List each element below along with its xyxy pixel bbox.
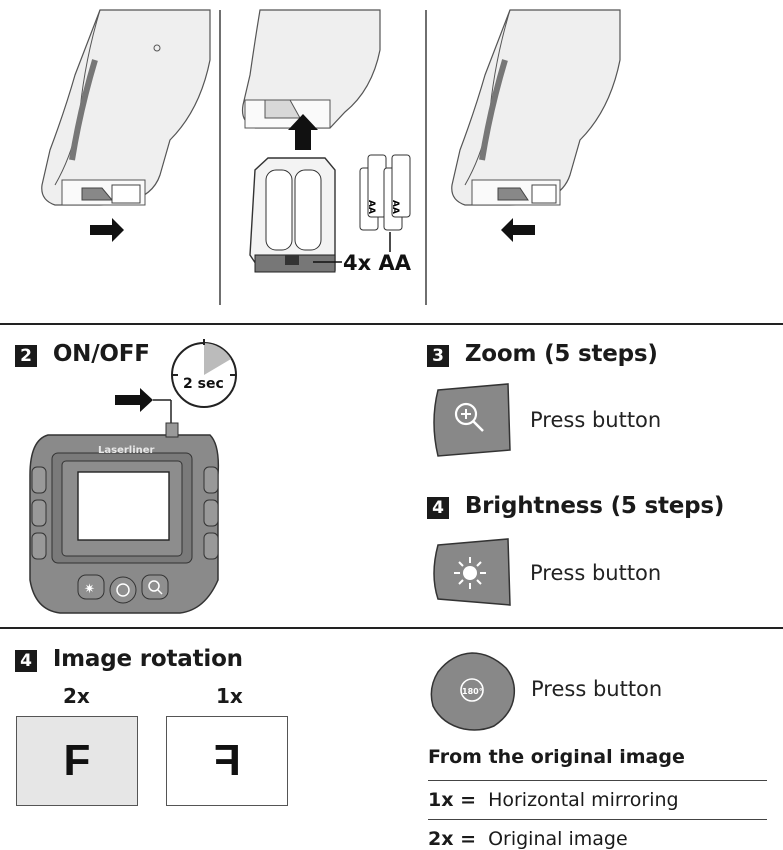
row-value: Original image — [488, 828, 628, 850]
brightness-action-label: Press button — [530, 561, 662, 585]
mirrored-image-preview: F — [166, 716, 288, 806]
rotate-button: 180° — [430, 652, 516, 731]
table-row: 1x = Horizontal mirroring — [428, 789, 679, 811]
on-off-header: 2 ON/OFF — [15, 341, 150, 367]
rotation-count-left: 2x — [63, 684, 90, 708]
brand-logo: Laserliner — [98, 445, 155, 456]
arrow-up-icon — [288, 114, 318, 150]
on-off-title: ON/OFF — [52, 341, 150, 367]
section-number: 4 — [427, 497, 449, 519]
handle-top — [241, 9, 381, 129]
section-number: 2 — [15, 345, 37, 367]
section-number: 3 — [427, 345, 449, 367]
rotation-action-label: Press button — [531, 677, 663, 701]
brightness-header: 4 Brightness (5 steps) — [427, 493, 724, 519]
row-key: 1x = — [428, 789, 477, 811]
rotate-button-label: 180° — [462, 687, 483, 696]
rotation-count-right: 1x — [216, 684, 243, 708]
zoom-action-label: Press button — [530, 408, 662, 432]
row-value: Horizontal mirroring — [488, 789, 679, 811]
brightness-title: Brightness (5 steps) — [464, 493, 725, 519]
battery-illustration: AA AA 4x AA — [41, 9, 621, 305]
zoom-title: Zoom (5 steps) — [464, 341, 658, 367]
battery-cell-label: AA — [366, 200, 376, 214]
section-divider — [0, 627, 783, 629]
section-divider — [0, 323, 783, 325]
battery-cell-label: AA — [390, 200, 400, 214]
timer-label: 2 sec — [183, 376, 224, 392]
table-row: 2x = Original image — [428, 828, 628, 850]
table-divider — [428, 819, 767, 820]
handle-open-left — [41, 9, 211, 206]
brightness-button — [433, 538, 511, 606]
battery-holder — [249, 157, 336, 273]
arrow-right-icon — [115, 388, 153, 412]
arrow-left-icon — [501, 218, 535, 242]
original-image-preview: F — [16, 716, 138, 806]
device-illustration: 2 sec Laserliner ✷ — [29, 339, 237, 614]
preview-letter: F — [63, 736, 91, 785]
handle-close-right — [451, 9, 621, 206]
aa-batteries: AA AA — [359, 154, 411, 252]
table-divider — [428, 780, 767, 781]
zoom-header: 3 Zoom (5 steps) — [427, 341, 658, 367]
svg-text:✷: ✷ — [84, 582, 95, 597]
section-number: 4 — [15, 650, 37, 672]
rotation-title: Image rotation — [52, 646, 243, 672]
rotation-table-title: From the original image — [428, 746, 685, 768]
row-key: 2x = — [428, 828, 477, 850]
arrow-right-icon — [90, 218, 124, 242]
battery-quantity-label: 4x AA — [343, 251, 412, 275]
timer-icon — [171, 339, 237, 408]
zoom-button — [433, 383, 511, 457]
preview-letter-mirrored: F — [213, 736, 241, 785]
rotation-header: 4 Image rotation — [15, 646, 243, 672]
